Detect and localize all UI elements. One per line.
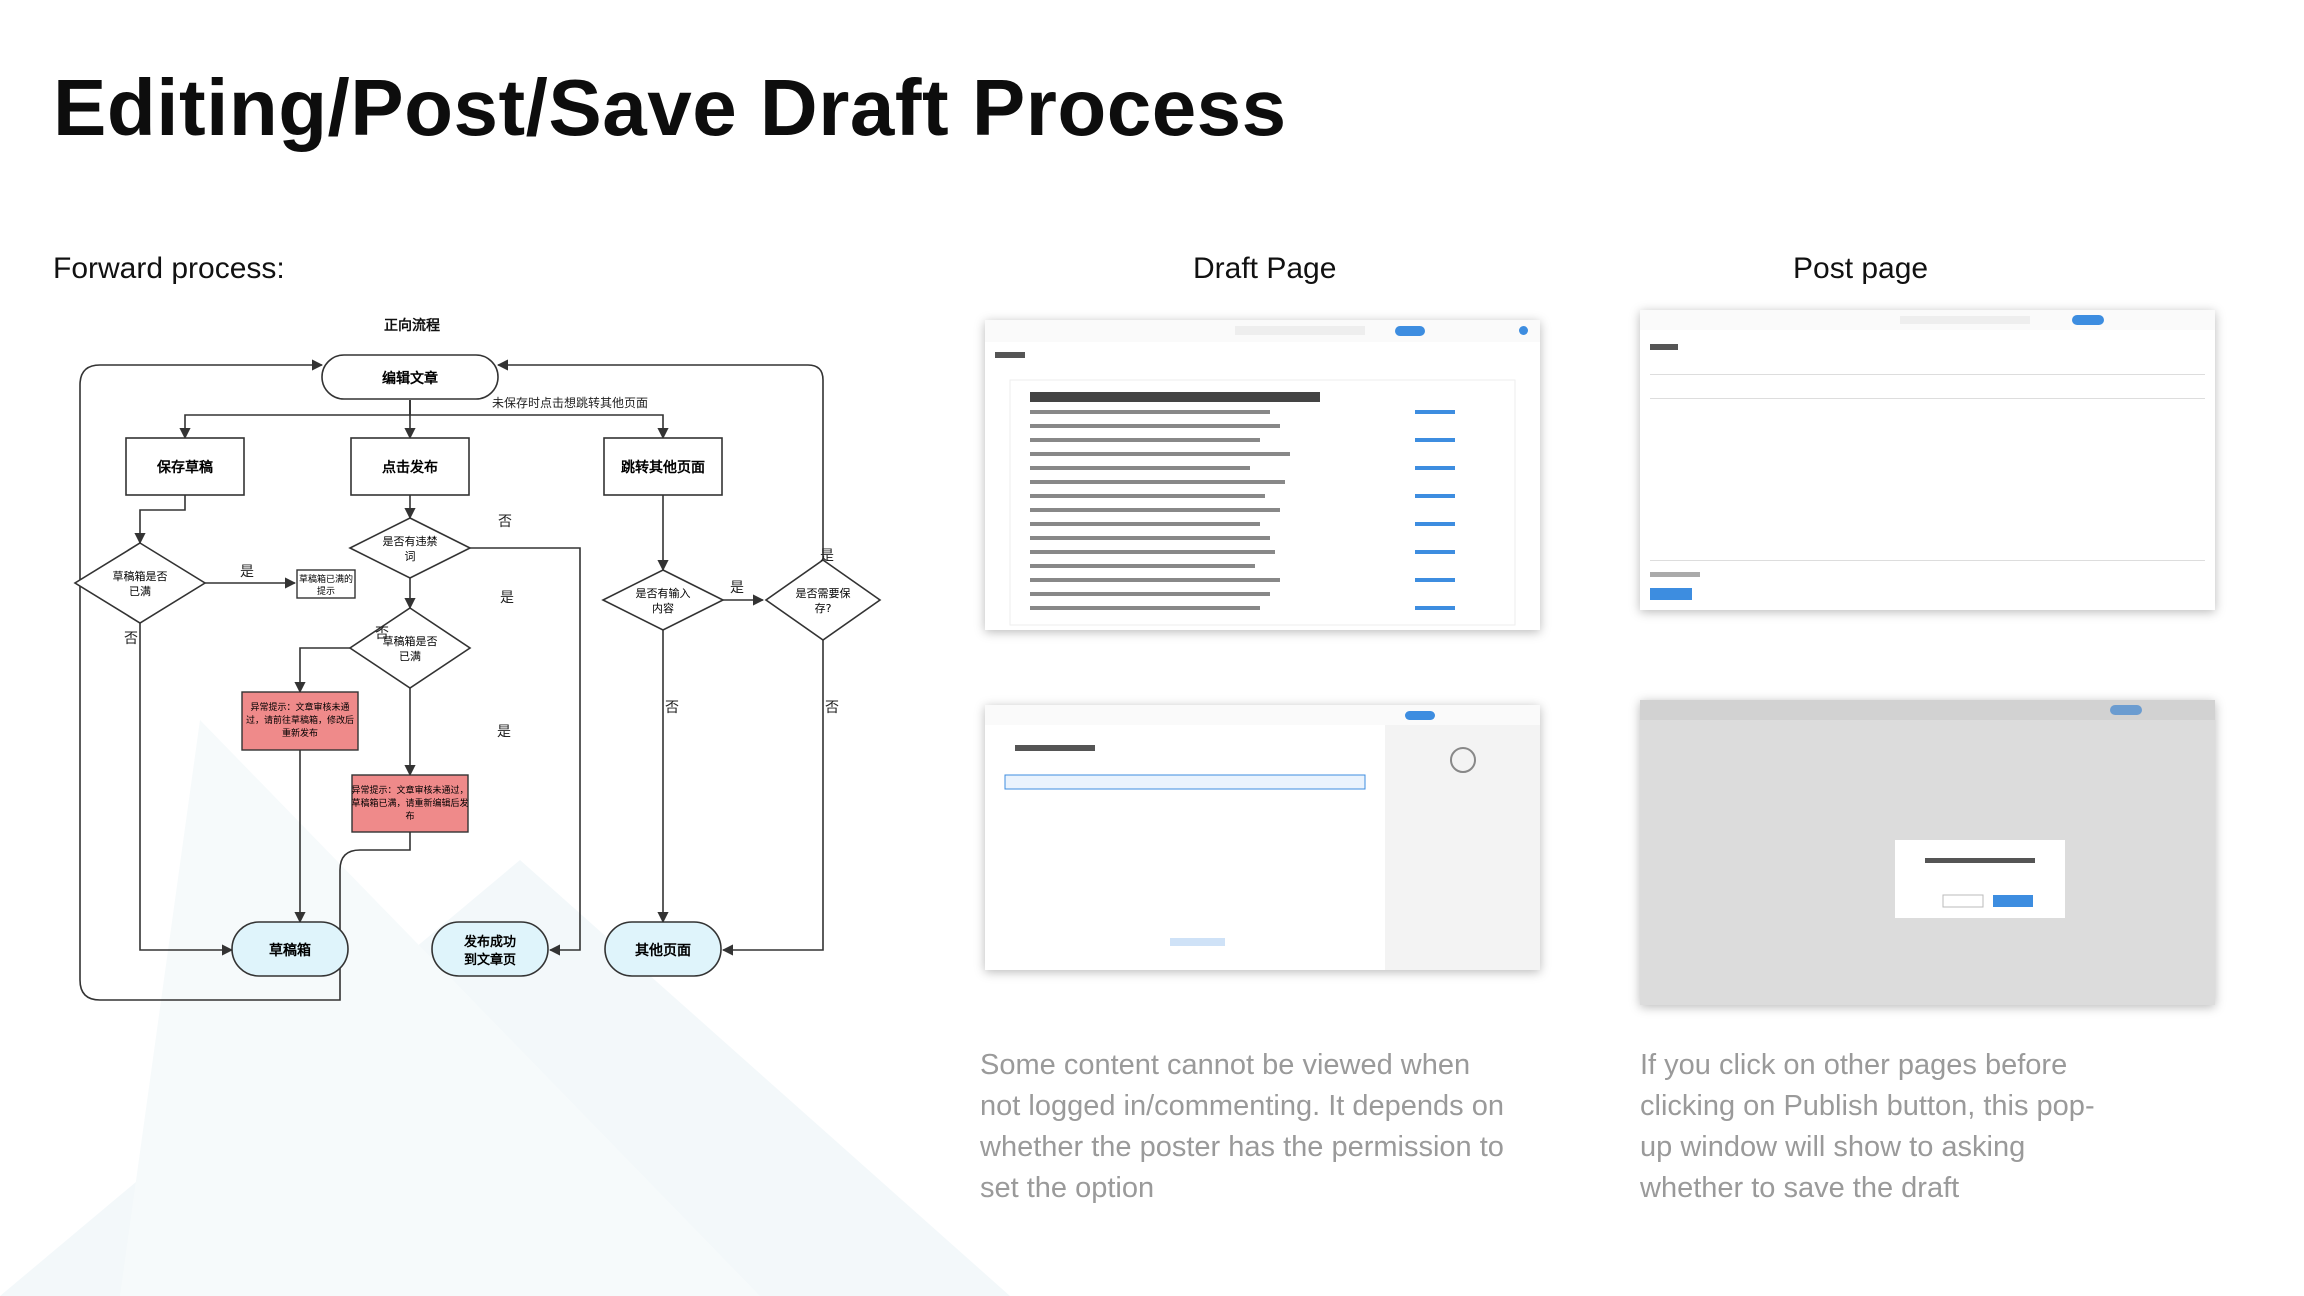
banned-words-decision xyxy=(348,517,472,579)
forward-process-label: Forward process: xyxy=(53,252,285,285)
draft-caption: Some content cannot be viewed when not l… xyxy=(980,1049,1504,1204)
save-draft-label: 保存草稿 xyxy=(156,459,213,476)
draft-list-screenshot xyxy=(985,320,1540,630)
draft-full-tip-line1: 草稿箱已满的 xyxy=(299,573,353,585)
post-editor-screenshot xyxy=(1640,310,2215,610)
published-line1: 发布成功 xyxy=(463,934,516,950)
no-label-4: 否 xyxy=(665,700,679,716)
published-terminal xyxy=(431,921,549,977)
error1-line1: 异常提示：文章审核未通 xyxy=(250,701,349,713)
error1-line2: 过，请前往草稿箱，修改后 xyxy=(246,714,354,726)
flow-heading: 正向流程 xyxy=(384,317,440,334)
draft-page-label: Draft Page xyxy=(1193,252,1337,285)
post-page-label: Post page xyxy=(1793,252,1929,285)
forward-process-flowchart: 正向流程 编辑文章 未保存时点击想跳转其他页面 保存草稿 点击发布 跳转其他页面… xyxy=(73,317,882,1001)
draft-full-decision-2 xyxy=(348,607,472,689)
yes-label-3: 是 xyxy=(497,724,511,740)
jump-other-node xyxy=(603,437,723,496)
error1-line3: 重新发布 xyxy=(282,727,318,739)
no-label-5: 否 xyxy=(825,700,839,716)
yes-label-5: 是 xyxy=(820,548,834,564)
save-draft-node xyxy=(125,437,245,496)
no-label-1: 否 xyxy=(124,631,138,647)
error2-line2: 草稿箱已满，请重新编辑后发 xyxy=(351,797,468,809)
yes-label-1: 是 xyxy=(240,564,254,580)
draft-box-label: 草稿箱 xyxy=(269,942,311,959)
need-save-q-line1: 是否需要保 xyxy=(796,586,851,600)
full-q2-line1: 草稿箱是否 xyxy=(383,634,438,648)
edit-article-label: 编辑文章 xyxy=(382,370,438,387)
need-save-q-line2: 存? xyxy=(815,601,832,615)
publish-label: 点击发布 xyxy=(382,459,438,476)
banned-q-line2: 词 xyxy=(405,550,416,563)
published-line2: 到文章页 xyxy=(464,952,516,968)
no-label-2: 否 xyxy=(498,514,512,530)
has-input-decision xyxy=(601,569,725,631)
need-save-decision xyxy=(764,559,882,641)
error2-line3: 布 xyxy=(405,810,414,822)
other-page-terminal xyxy=(604,921,722,977)
banned-q-line1: 是否有违禁 xyxy=(383,534,438,548)
error2-line1: 异常提示：文章审核未通过， xyxy=(351,784,468,796)
error-box-2 xyxy=(351,774,469,833)
page-title: Editing/Post/Save Draft Process xyxy=(53,63,1287,152)
full-q2-line2: 已满 xyxy=(399,650,421,663)
draft-full-q-line2: 已满 xyxy=(129,585,151,598)
draft-box-terminal xyxy=(231,921,349,977)
draft-full-decision xyxy=(73,542,207,624)
input-q-line2: 内容 xyxy=(652,601,674,615)
no-label-3: 否 xyxy=(375,626,389,642)
yes-label-4: 是 xyxy=(730,580,744,596)
input-q-line1: 是否有输入 xyxy=(636,586,691,600)
draft-full-tip-line2: 提示 xyxy=(317,586,335,597)
jump-other-label: 跳转其他页面 xyxy=(621,459,705,476)
edit-article-node xyxy=(321,354,499,400)
post-detail-screenshot xyxy=(985,705,1540,970)
draft-full-q-line1: 草稿箱是否 xyxy=(113,569,168,583)
draft-full-tip-node xyxy=(296,569,356,599)
other-page-label: 其他页面 xyxy=(635,942,691,959)
publish-node xyxy=(350,437,470,496)
yes-label-2: 是 xyxy=(500,590,514,606)
post-caption: If you click on other pages before click… xyxy=(1640,1049,2095,1204)
error-box-1 xyxy=(241,691,359,751)
unsaved-note: 未保存时点击想跳转其他页面 xyxy=(492,395,648,410)
save-draft-popup-screenshot xyxy=(1640,700,2215,1005)
